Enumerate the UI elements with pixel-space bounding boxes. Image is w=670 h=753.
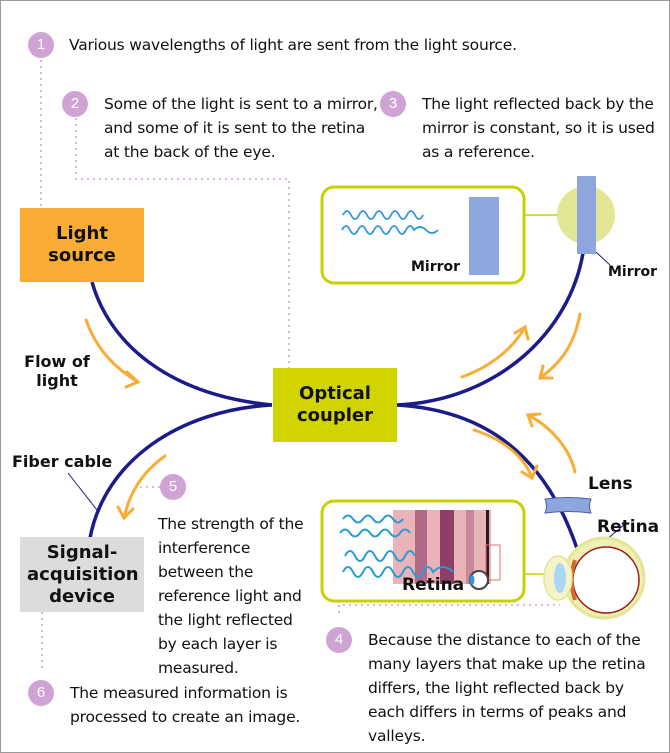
flow-arrow-mirror-down bbox=[538, 312, 582, 380]
signal-acquisition-label: Signal-acquisition device bbox=[27, 541, 139, 607]
step-badge-4: 4 bbox=[326, 627, 352, 653]
step-badge-1: 1 bbox=[28, 32, 54, 58]
step-text-1: Various wavelengths of light are sent fr… bbox=[69, 36, 517, 54]
fiber-signal-acq bbox=[88, 403, 273, 539]
leader-line-2 bbox=[75, 118, 290, 372]
eye-diagram bbox=[543, 536, 646, 620]
step-badge-5: 5 bbox=[160, 474, 186, 500]
fiber-retina bbox=[396, 403, 585, 569]
lens-shape bbox=[544, 497, 592, 514]
fiber-light-source bbox=[90, 281, 273, 407]
step-text-5: The strength of the interference between… bbox=[158, 515, 304, 677]
light-source-box: Light source bbox=[20, 208, 144, 282]
step-text-2: Some of the light is sent to a mirror, a… bbox=[104, 95, 378, 161]
flow-arrow-mirror-up-head bbox=[513, 324, 530, 341]
flow-arrow-signal-head bbox=[116, 505, 135, 521]
fiber-cables bbox=[88, 252, 585, 569]
flow-arrow-mirror-up bbox=[460, 325, 527, 379]
step-badge-6: 6 bbox=[28, 680, 54, 706]
step-badge-2: 2 bbox=[62, 91, 88, 117]
lens-label: Lens bbox=[588, 474, 633, 494]
flow-arrow-mirror-down-head bbox=[538, 364, 554, 380]
flow-arrow-retina-down-head bbox=[520, 464, 539, 481]
mirror-waves bbox=[341, 210, 439, 235]
small-eye-icon bbox=[469, 570, 489, 590]
retina-label: Retina bbox=[597, 517, 660, 537]
light-source-label: Light source bbox=[48, 223, 116, 266]
flow-arrow-source-head bbox=[124, 370, 141, 389]
flow-arrow-retina-down bbox=[472, 428, 534, 480]
step-text-6: The measured information is processed to… bbox=[70, 684, 301, 726]
mirror-label: Mirror bbox=[608, 264, 658, 280]
flow-arrow-source bbox=[84, 318, 140, 384]
mirror-pointer bbox=[595, 251, 611, 266]
flow-arrow-retina-up-head bbox=[525, 412, 542, 428]
step-text-4: Because the distance to each of the many… bbox=[368, 631, 646, 745]
mirror-plate bbox=[577, 176, 596, 254]
optical-coupler-label: Optical coupler bbox=[297, 383, 373, 426]
step-text-3: The light reflected back by the mirror i… bbox=[422, 95, 655, 161]
leader-line-4 bbox=[338, 604, 560, 613]
mirror-inset-plate bbox=[469, 197, 499, 275]
fiber-mirror bbox=[396, 252, 585, 407]
flow-of-light-label: Flow of light bbox=[24, 352, 90, 390]
flow-arrow-signal bbox=[122, 454, 167, 520]
retina-waves bbox=[339, 514, 454, 578]
mirror-inset-label: Mirror bbox=[411, 259, 461, 275]
retina-tissue bbox=[393, 510, 501, 584]
step-badge-3: 3 bbox=[380, 91, 406, 117]
fiber-cable-label: Fiber cable bbox=[12, 452, 113, 471]
flow-arrow-retina-up bbox=[526, 413, 577, 474]
fiber-cable-pointer bbox=[67, 472, 98, 511]
retina-inset-label: Retina bbox=[402, 575, 465, 595]
optical-coupler-box: Optical coupler bbox=[273, 368, 397, 442]
signal-acquisition-box: Signal-acquisition device bbox=[20, 537, 144, 612]
